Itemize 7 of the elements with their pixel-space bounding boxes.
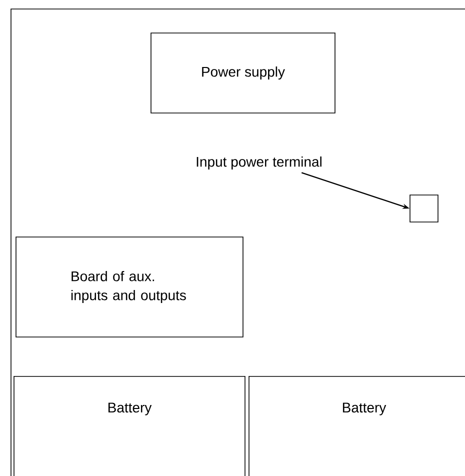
battery-box: Battery xyxy=(14,376,246,476)
battery-box: Battery xyxy=(248,376,465,476)
component-box xyxy=(410,194,438,222)
enclosure-outline xyxy=(10,8,465,476)
component-box: Power supply xyxy=(150,32,336,114)
component-box: Board of aux. inputs and outputs xyxy=(16,236,244,338)
callout-text: Input power terminal xyxy=(196,156,322,170)
